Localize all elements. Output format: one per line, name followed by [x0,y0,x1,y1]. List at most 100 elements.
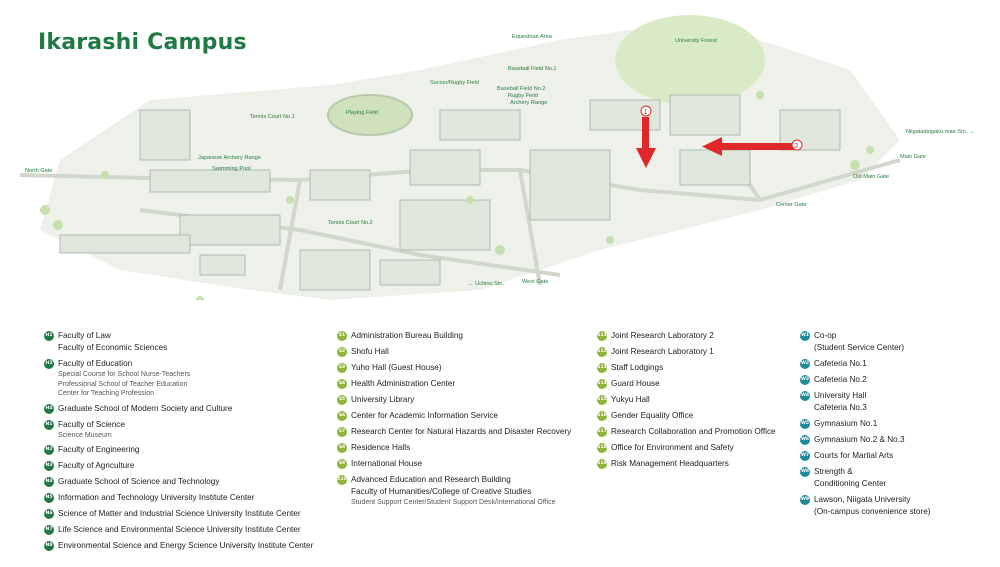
legend-label: Research Collaboration and Promotion Off… [611,427,776,436]
legend-label: Life Science and Environmental Science U… [58,525,301,534]
legend-label: Cafeteria No.3 [814,403,867,412]
arrow-2-label: 2 [795,143,799,150]
legend-sublabel: Student Support Center/Student Support D… [351,499,556,506]
legend-badge-s1: S1 [337,331,347,341]
legend-badge-s16: S16 [597,411,607,421]
label-rugby-field: Rugby Field [508,93,538,99]
legend-label: Faculty of Economic Sciences [58,343,168,352]
legend-label: Gymnasium No.2 & No.3 [814,435,905,444]
legend-badge-s13: S13 [597,363,607,373]
legend-badge-s14: S14 [597,379,607,389]
legend-sublabel: Special Course for School Nurse-Teachers [58,371,191,378]
legend-item-w5: W5 Gymnasium No.1 [800,418,931,430]
legend-label: Advanced Education and Research Building [351,475,511,484]
legend-label: Gymnasium No.1 [814,419,878,428]
legend-badge-h2: H2 [44,359,54,369]
label-center-gate: Center Gate [776,202,806,208]
legend-badge-n8: N8 [44,541,54,551]
university-forest [615,15,765,105]
legend-badge-n1: N1 [44,419,54,430]
legend-item-n6: N6 Science of Matter and Industrial Scien… [44,508,313,520]
legend-badge-s4: S4 [337,379,347,389]
legend-badge-w1: W1 [800,331,810,341]
label-baseball-field-1: Baseball Field No.1 [508,66,557,72]
label-niigatadaigaku-mae-stn: Niigatadaigaku-mae Stn. → [906,129,974,135]
buildings [59,94,841,291]
legend-item-s13: S13 Staff Lodgings [597,362,776,374]
label-baseball-field-2: Baseball Field No.2 [497,86,546,92]
legend-label: Conditioning Center [814,479,887,488]
legend-label: Lawson, Niigata University [814,495,911,504]
legend-label: (Student Service Center) [814,343,905,352]
legend-badge-w7: W7 [800,451,810,461]
legend-label: Information and Technology University In… [58,493,255,502]
legend-badge-h4: H4 [44,403,54,414]
legend-item-s9: S9 International House [337,458,571,470]
legend-label: (On-campus convenience store) [814,507,931,516]
legend-label: University Library [351,395,415,404]
label-main-gate: Main Gate [900,154,926,160]
legend-label: Faculty of Humanities/College of Creativ… [351,487,532,496]
campus-map[interactable]: 1 2 Equestrian Area University Forest Ba… [0,0,1000,300]
label-equestrian-area: Equestrian Area [512,34,553,40]
legend-badge-s11: S11 [597,331,607,341]
legend-label: International House [351,459,423,468]
legend-label: Staff Lodgings [611,363,664,372]
legend-label: University Hall [814,391,867,400]
legend-badge-s2: S2 [337,347,347,357]
legend-item-n4: N4 Graduate School of Science and Technol… [44,476,313,488]
legend-label: Graduate School of Science and Technolog… [58,477,220,486]
legend-label: Gender Equality Office [611,411,694,420]
legend-label: Science of Matter and Industrial Science… [58,509,301,518]
label-soccer-rugby-field: Soccer/Rugby Field [430,80,479,86]
legend-badge-n4: N4 [44,477,54,487]
legend-badge-w8: W8 [800,467,810,477]
legend-label: Guard House [611,379,660,388]
legend-label: Cafeteria No.1 [814,359,867,368]
legend-label: Research Center for Natural Hazards and … [351,427,572,436]
label-tennis-court-2: Tennis Court No.2 [328,220,373,226]
label-west-gate: West Gate [522,279,548,285]
legend-badge-s10: S10 [337,475,347,485]
legend-item-s16: S16 Gender Equality Office [597,410,776,422]
legend-badge-s12: S12 [597,347,607,357]
arrow-1-label: 1 [644,109,648,116]
legend-item-s14: S14 Guard House [597,378,776,390]
legend-label: Co-op [814,331,837,340]
label-archery-range: Archery Range [510,100,547,106]
legend-badge-n6: N6 [44,509,54,519]
legend-badge-s8: S8 [337,443,347,453]
route-arrows [636,105,803,168]
legend-sublabel: Center for Teaching Profession [58,390,154,397]
legend-badge-s9: S9 [337,459,347,469]
legend-badge-s6: S6 [337,411,347,421]
legend-label: Yukyu Hall [611,395,650,404]
legend-badge-w5: W5 [800,419,810,429]
playing-field [327,94,413,136]
legend-label: Joint Research Laboratory 1 [611,347,714,356]
label-japanese-archery-range: Japanese Archery Range [198,155,261,161]
legend-label: Risk Management Headquarters [611,459,729,468]
